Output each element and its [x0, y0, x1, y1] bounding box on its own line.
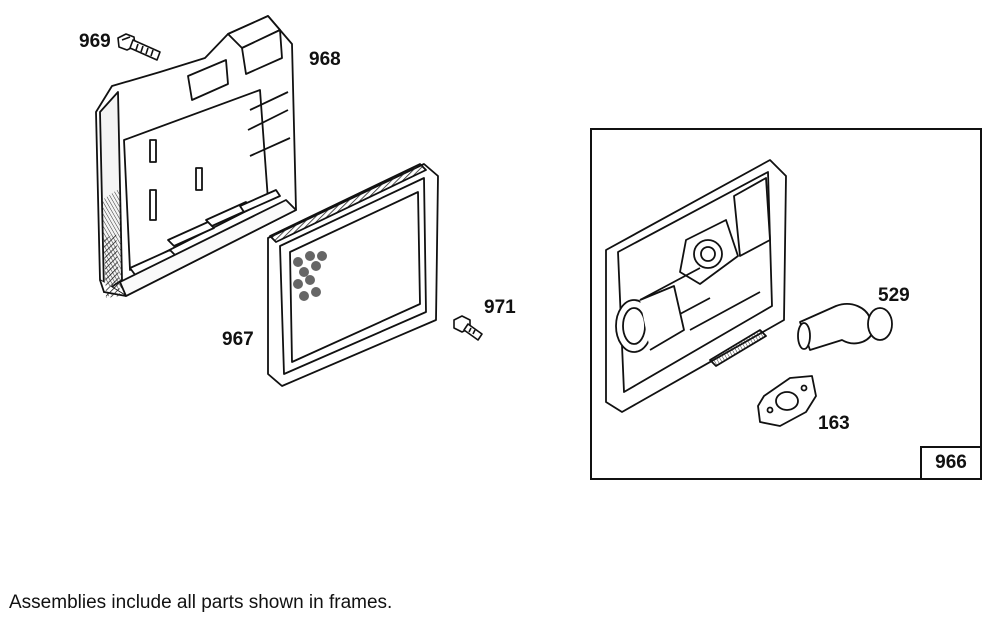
elbow-529-drawing	[797, 303, 893, 351]
footnote: Assemblies include all parts shown in fr…	[9, 592, 393, 613]
filter-967-drawing	[267, 163, 439, 387]
assembly-frame-label: 966	[920, 446, 982, 480]
gasket-163-drawing	[757, 375, 817, 427]
part-label-163: 163	[818, 413, 850, 434]
part-label-969: 969	[79, 31, 111, 52]
assembly-frame-966: 966	[590, 128, 982, 480]
part-label-971: 971	[484, 297, 516, 318]
screw-969-drawing	[117, 33, 161, 61]
baseplate-966-drawing	[605, 159, 787, 413]
part-label-529: 529	[878, 285, 910, 306]
part-label-967: 967	[222, 329, 254, 350]
housing-968-drawing	[95, 15, 297, 298]
screw-971-drawing	[453, 315, 483, 341]
part-label-968: 968	[309, 49, 341, 70]
